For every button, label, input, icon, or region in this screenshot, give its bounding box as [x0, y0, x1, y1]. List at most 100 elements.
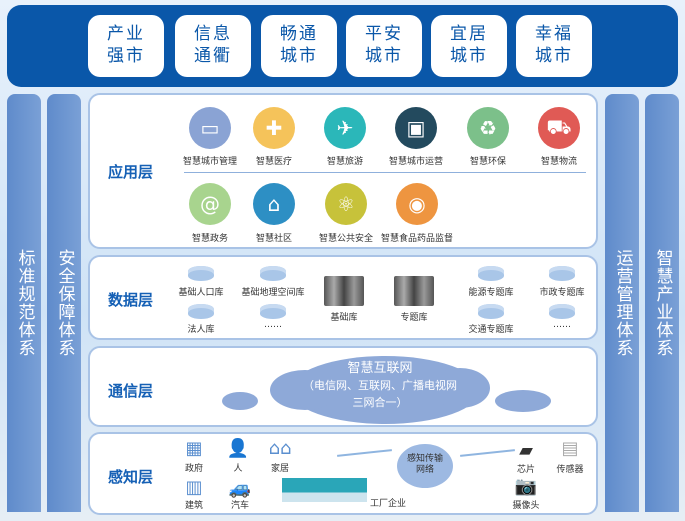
small-cloud-icon — [495, 390, 551, 412]
home-icon: ⌂⌂ — [268, 438, 292, 459]
sense-label: 工厂企业 — [369, 499, 407, 509]
db-label: 法人库 — [187, 325, 215, 335]
goal-text: 产业 — [107, 24, 145, 44]
layer-title: 通信层 — [108, 382, 154, 400]
app-label: 智慧城市管理 — [182, 157, 238, 167]
sense-label: 人 — [233, 464, 243, 474]
goal-text: 城市 — [535, 46, 573, 66]
app-label: 智慧城市运营 — [388, 157, 444, 167]
db-label: …… — [264, 320, 282, 330]
app-label: 智慧社区 — [255, 234, 293, 244]
db-label: 基础人口库 — [178, 288, 224, 298]
industry-column: 智慧产业体系 — [645, 94, 679, 512]
database-icon — [549, 304, 575, 319]
building-icon: ▥ — [185, 477, 203, 498]
sense-label: 汽车 — [230, 501, 250, 511]
sense-label: 芯片 — [516, 465, 536, 475]
goal-text: 平安 — [365, 24, 403, 44]
app-label: 智慧公共安全 — [318, 234, 374, 244]
security-column: 安全保障体系 — [47, 94, 81, 512]
database-icon — [478, 304, 504, 319]
data-layer: 数据层 基础人口库 基础地理空间库 基础库 专题库 能源专题库 市政专题库 法人… — [88, 255, 598, 340]
car-icon: 🚙 — [228, 478, 252, 499]
forklift-icon: ⛟ — [538, 107, 580, 149]
app-label: 智慧政务 — [191, 234, 229, 244]
goal-text: 强市 — [107, 46, 145, 66]
atom-icon: ⚛ — [325, 183, 367, 225]
communication-layer: 通信层 智慧互联网 （电信网、互联网、广播电视网 三网合一） — [88, 346, 598, 427]
db-label: 交通专题库 — [468, 325, 514, 335]
db-label: …… — [553, 320, 571, 330]
app-label: 智慧环保 — [469, 157, 507, 167]
server-icon — [394, 276, 434, 306]
app-label: 智慧物流 — [540, 157, 578, 167]
sensor-icon: ▤ — [561, 438, 579, 459]
app-label: 智慧旅游 — [326, 157, 364, 167]
goal-text: 宜居 — [450, 24, 488, 44]
goal-box: 幸福城市 — [516, 15, 592, 77]
db-label: 基础库 — [330, 313, 358, 323]
network-title: 智慧互联网 — [347, 361, 413, 376]
app-label: 智慧医疗 — [255, 157, 293, 167]
db-label: 基础地理空间库 — [241, 288, 305, 298]
database-icon — [478, 266, 504, 281]
factory-icon — [282, 478, 367, 502]
goal-text: 信息 — [194, 24, 232, 44]
db-label: 能源专题库 — [468, 288, 514, 298]
perception-layer: 感知层 ▦ 👤 ⌂⌂ 政府 人 家居 ▥ 🚙 建筑 汽车 工厂企业 感知传输网络… — [88, 432, 598, 515]
goal-text: 城市 — [450, 46, 488, 66]
goal-box: 宜居城市 — [431, 15, 507, 77]
chip-icon: ▰ — [519, 440, 533, 461]
camera-icon: 📷 — [514, 476, 538, 497]
db-label: 专题库 — [400, 313, 428, 323]
goals-bar: 产业强市 信息通衢 畅通城市 平安城市 宜居城市 幸福城市 — [7, 5, 678, 87]
operations-column: 运营管理体系 — [605, 94, 639, 512]
at-sign-icon: @ — [189, 183, 231, 225]
layer-title: 数据层 — [108, 291, 154, 309]
layer-title: 应用层 — [108, 163, 154, 181]
layer-title: 感知层 — [108, 468, 154, 486]
sense-label: 建筑 — [184, 501, 204, 511]
network-desc: 三网合一） — [352, 396, 408, 409]
medical-cross-icon: ✚ — [253, 107, 295, 149]
terminal-icon: ▣ — [395, 107, 437, 149]
database-icon — [188, 304, 214, 319]
goal-text: 通衢 — [194, 46, 232, 66]
database-icon — [188, 266, 214, 281]
airplane-icon: ✈ — [324, 107, 366, 149]
goal-box: 产业强市 — [88, 15, 164, 77]
goal-text: 幸福 — [535, 24, 573, 44]
sense-label: 政府 — [184, 464, 204, 474]
standards-column: 标准规范体系 — [7, 94, 41, 512]
house-icon: ⌂ — [253, 183, 295, 225]
network-label: 感知传输网络 — [406, 454, 443, 475]
database-icon — [549, 266, 575, 281]
wireless-link-icon — [460, 449, 515, 457]
recycle-leaf-icon: ♻ — [467, 107, 509, 149]
goal-text: 城市 — [280, 46, 318, 66]
goal-box: 平安城市 — [346, 15, 422, 77]
sensor-network-node: 感知传输网络 — [397, 444, 453, 488]
small-cloud-icon — [222, 392, 258, 410]
cloud-icon — [270, 370, 340, 410]
goal-text: 畅通 — [280, 24, 318, 44]
network-text: 智慧互联网 （电信网、互联网、广播电视网 三网合一） — [270, 360, 490, 411]
monitor-icon: ▭ — [189, 107, 231, 149]
sense-label: 传感器 — [556, 465, 584, 475]
cloud-icon — [430, 368, 490, 408]
server-icon — [324, 276, 364, 306]
sense-label: 家居 — [270, 464, 290, 474]
goal-box: 信息通衢 — [175, 15, 251, 77]
application-layer: 应用层 ▭ ✚ ✈ ▣ ♻ ⛟ 智慧城市管理 智慧医疗 智慧旅游 智慧城市运营 … — [88, 93, 598, 249]
person-icon: 👤 — [226, 438, 250, 459]
sense-label: 摄像头 — [512, 501, 540, 511]
database-icon — [260, 266, 286, 281]
goal-box: 畅通城市 — [261, 15, 337, 77]
wireless-link-icon — [337, 449, 392, 457]
goal-text: 城市 — [365, 46, 403, 66]
network-desc: （电信网、互联网、广播电视网 — [303, 379, 457, 392]
database-icon — [260, 304, 286, 319]
db-label: 市政专题库 — [539, 288, 585, 298]
government-building-icon: ▦ — [185, 438, 203, 459]
app-label: 智慧食品药品监督 — [380, 234, 454, 244]
